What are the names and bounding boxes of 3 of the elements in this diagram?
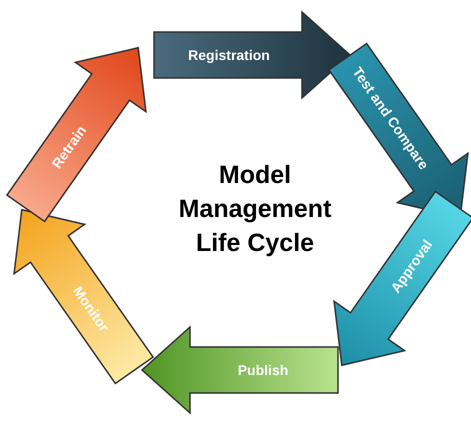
step-label: Registration xyxy=(188,46,270,65)
step-label: Publish xyxy=(238,360,288,380)
diagram-title: Model Management Life Cycle xyxy=(178,160,332,259)
